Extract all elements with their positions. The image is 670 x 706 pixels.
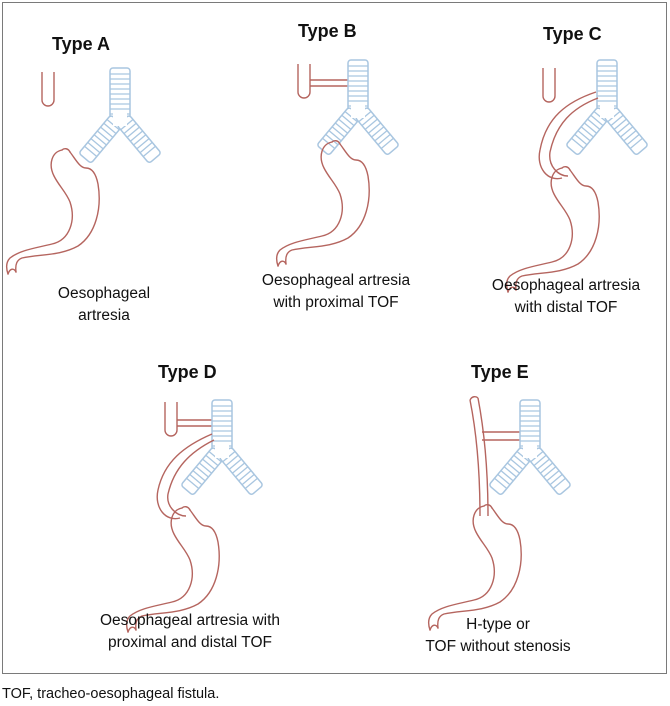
type-a-caption-line-2: artresia [78,307,130,324]
type-c-caption: Oesophageal artresia with distal TOF [466,275,666,319]
type-e-caption-line-1: H-type or [466,616,530,633]
type-d-caption-line-2: proximal and distal TOF [108,634,272,651]
type-d-title: Type D [158,362,217,382]
type-c-illustration [505,59,650,293]
figure-frame [2,2,667,674]
type-b-caption-line-1: Oesophageal artresia [261,272,411,289]
type-e-title: Type E [471,362,529,382]
type-b-illustration [275,59,401,267]
type-d-caption: Oesophageal artresia with proximal and d… [70,610,310,654]
type-d-illustration [125,399,265,633]
type-e-illustration [427,395,573,631]
type-a-title: Type A [52,34,111,54]
type-d-caption-line-1: Oesophageal artresia with [99,612,281,629]
type-a-illustration [5,67,163,275]
type-e-caption-line-2: TOF without stenosis [425,638,571,655]
type-c-caption-line-2: with distal TOF [514,299,618,316]
type-a-caption-line-1: Oesophageal [57,285,151,302]
type-b-caption: Oesophageal artresia with proximal TOF [236,270,436,314]
type-b-title: Type B [298,21,357,41]
type-c-title: Type C [543,24,602,44]
type-b-caption-line-2: with proximal TOF [273,294,399,311]
type-e-caption: H-type or TOF without stenosis [398,614,598,658]
type-a-caption: Oesophageal artresia [14,283,194,327]
footnote: TOF, tracheo-oesophageal fistula. [2,686,220,702]
type-c-caption-line-1: Oesophageal artresia [491,277,641,294]
